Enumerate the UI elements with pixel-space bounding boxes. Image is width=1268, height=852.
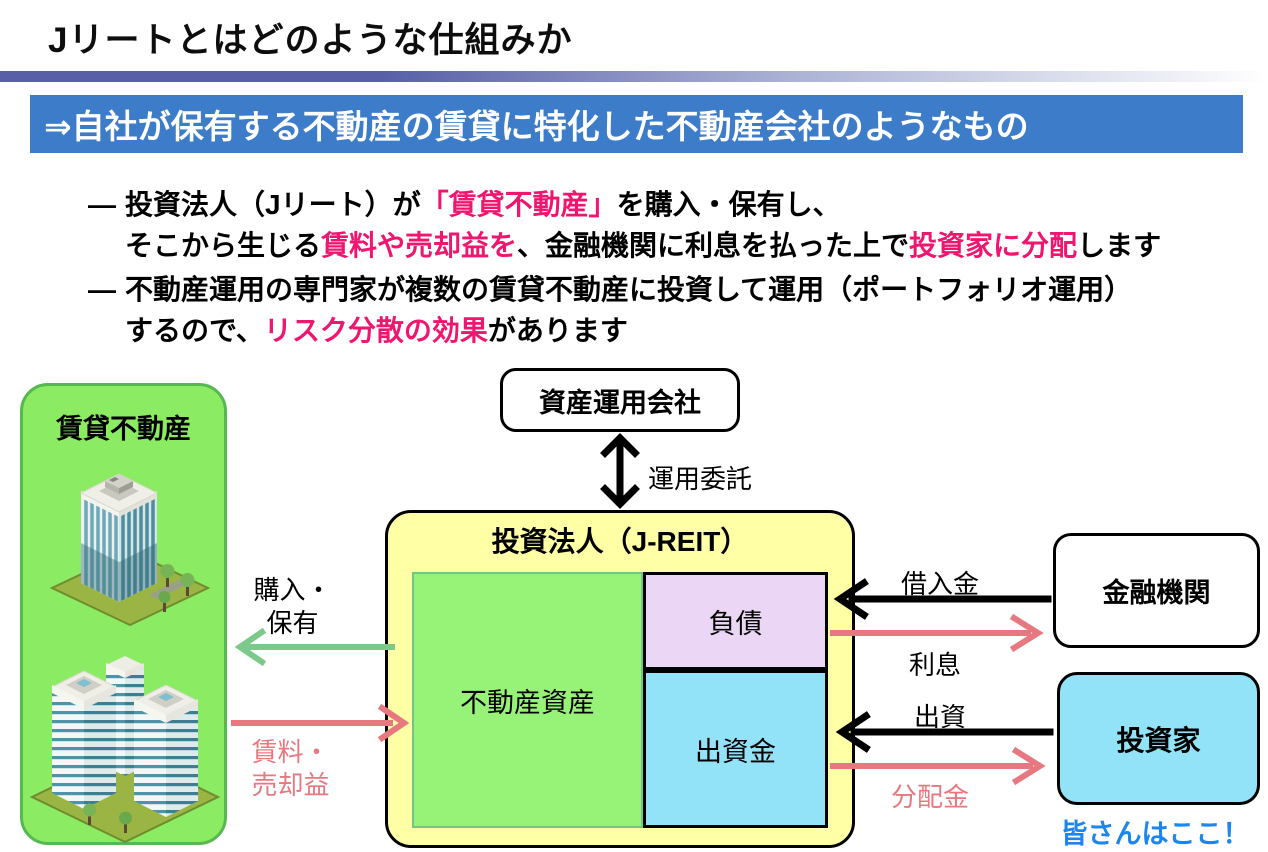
delegation-arrow-icon	[600, 433, 640, 509]
jreit-title: 投資法人（J-REIT）	[491, 526, 749, 557]
asset-manager-label: 資産運用会社	[539, 387, 701, 418]
investor-box: 投資家	[1057, 672, 1260, 805]
bullet-text-segment: そこから生じる	[125, 230, 322, 261]
bullet-text-segment: するので、	[125, 315, 264, 346]
distribution-label: 分配金	[890, 782, 969, 812]
page-title: Jリートとはどのような仕組みか	[48, 21, 573, 60]
loan-label: 借入金	[900, 569, 979, 599]
purchase-label-line2: 保有	[266, 608, 319, 638]
bullet-item-1-line-2: そこから生じる賃料や売却益を、金融機関に利息を払った上で投資家に分配します	[125, 224, 1161, 264]
bullet-text-segment: 投資法人（Jリート）が	[125, 189, 421, 220]
interest-arrow-icon	[830, 613, 1044, 653]
rental-property-label: 賃貸不動産	[56, 414, 191, 444]
delegation-label: 運用委託	[648, 464, 753, 494]
tree-icon	[180, 573, 195, 596]
rent-label-line2: 売却益	[251, 770, 330, 800]
summary-banner: ⇒自社が保有する不動産の賃貸に特化した不動産会社のようなもの	[30, 95, 1243, 153]
tree-icon	[160, 564, 175, 587]
asset-manager-box: 資産運用会社	[500, 368, 740, 432]
rent-arrow-icon	[231, 703, 410, 743]
tree-icon	[119, 811, 132, 833]
bullet-text-segment: します	[1077, 230, 1162, 261]
equity-label: 出資金	[695, 736, 776, 767]
tree-icon	[158, 591, 171, 612]
equity-box: 出資金	[643, 670, 828, 828]
real-estate-assets-box: 不動産資産	[412, 572, 643, 828]
financial-institution-label: 金融機関	[1102, 578, 1211, 608]
title-underline-bar	[0, 71, 1268, 82]
investment-label: 出資	[913, 702, 966, 732]
twin-towers-icon	[29, 656, 221, 844]
bullet-text-segment: 不動産運用の専門家が複数の賃貸不動産に投資して運用（ポートフォリオ運用）	[125, 274, 1133, 305]
real-estate-assets-label: 不動産資産	[460, 687, 595, 718]
bullet-text-segment-highlight: リスク分散の効果	[263, 315, 488, 346]
bullet-marker: ―	[88, 189, 116, 220]
investor-label: 投資家	[1116, 724, 1201, 756]
bullet-item-2-line-2: するので、リスク分散の効果があります	[125, 309, 628, 349]
bullet-text-segment: 、金融機関に利息を払った上で	[517, 230, 910, 261]
bullet-item-2-line-1: ― 不動産運用の専門家が複数の賃貸不動産に投資して運用（ポートフォリオ運用）	[88, 268, 1132, 308]
bullet-text-segment-highlight: 「賃貸不動産」	[420, 189, 617, 220]
rent-label: 賃料・ 売却益	[228, 736, 353, 802]
investor-note: 皆さんはここ！	[1060, 819, 1250, 849]
tree-icon	[83, 803, 96, 825]
office-tower-icon	[49, 473, 211, 627]
bullet-text-segment-highlight: 投資家に分配	[909, 230, 1078, 261]
bullet-marker: ―	[88, 274, 116, 305]
liabilities-label: 負債	[708, 608, 763, 639]
interest-label: 利息	[908, 650, 961, 680]
bullet-text-segment-highlight: 賃料や売却益を	[321, 230, 518, 261]
financial-institution-box: 金融機関	[1053, 533, 1260, 648]
purchase-label: 購入・ 保有	[235, 574, 350, 640]
bullet-text-segment: があります	[487, 315, 628, 346]
liabilities-box: 負債	[643, 572, 828, 670]
purchase-label-line1: 購入・	[253, 575, 332, 605]
summary-banner-text: ⇒自社が保有する不動産の賃貸に特化した不動産会社のようなもの	[44, 108, 1029, 145]
bullet-item-1-line-1: ― 投資法人（Jリート）が「賃貸不動産」を購入・保有し、	[88, 183, 841, 223]
bullet-text-segment: を購入・保有し、	[616, 189, 841, 220]
rent-label-line1: 賃料・	[251, 737, 330, 767]
